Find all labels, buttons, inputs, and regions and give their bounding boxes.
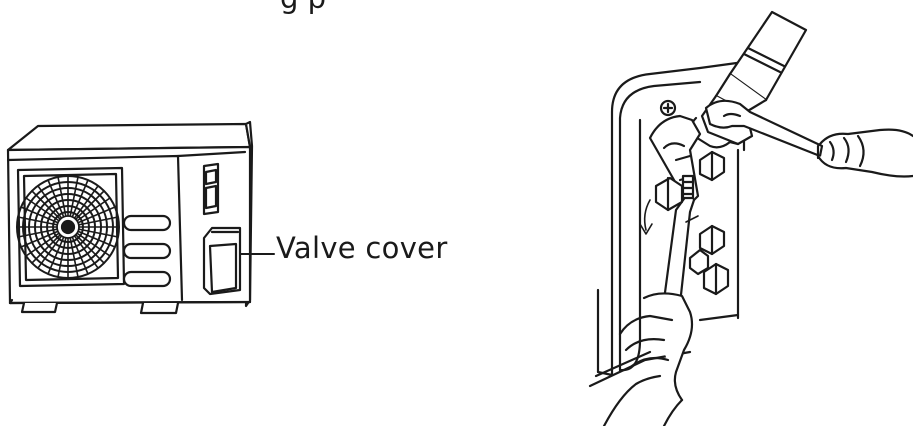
- right-hand-upper: [818, 130, 913, 177]
- wrench-installation: [590, 12, 913, 426]
- valve-cover-label: Valve cover: [276, 234, 448, 263]
- left-hand-lower: [604, 293, 692, 426]
- open-end-wrench: [706, 101, 822, 156]
- side-vents: [124, 216, 170, 286]
- outdoor-unit: [8, 122, 274, 313]
